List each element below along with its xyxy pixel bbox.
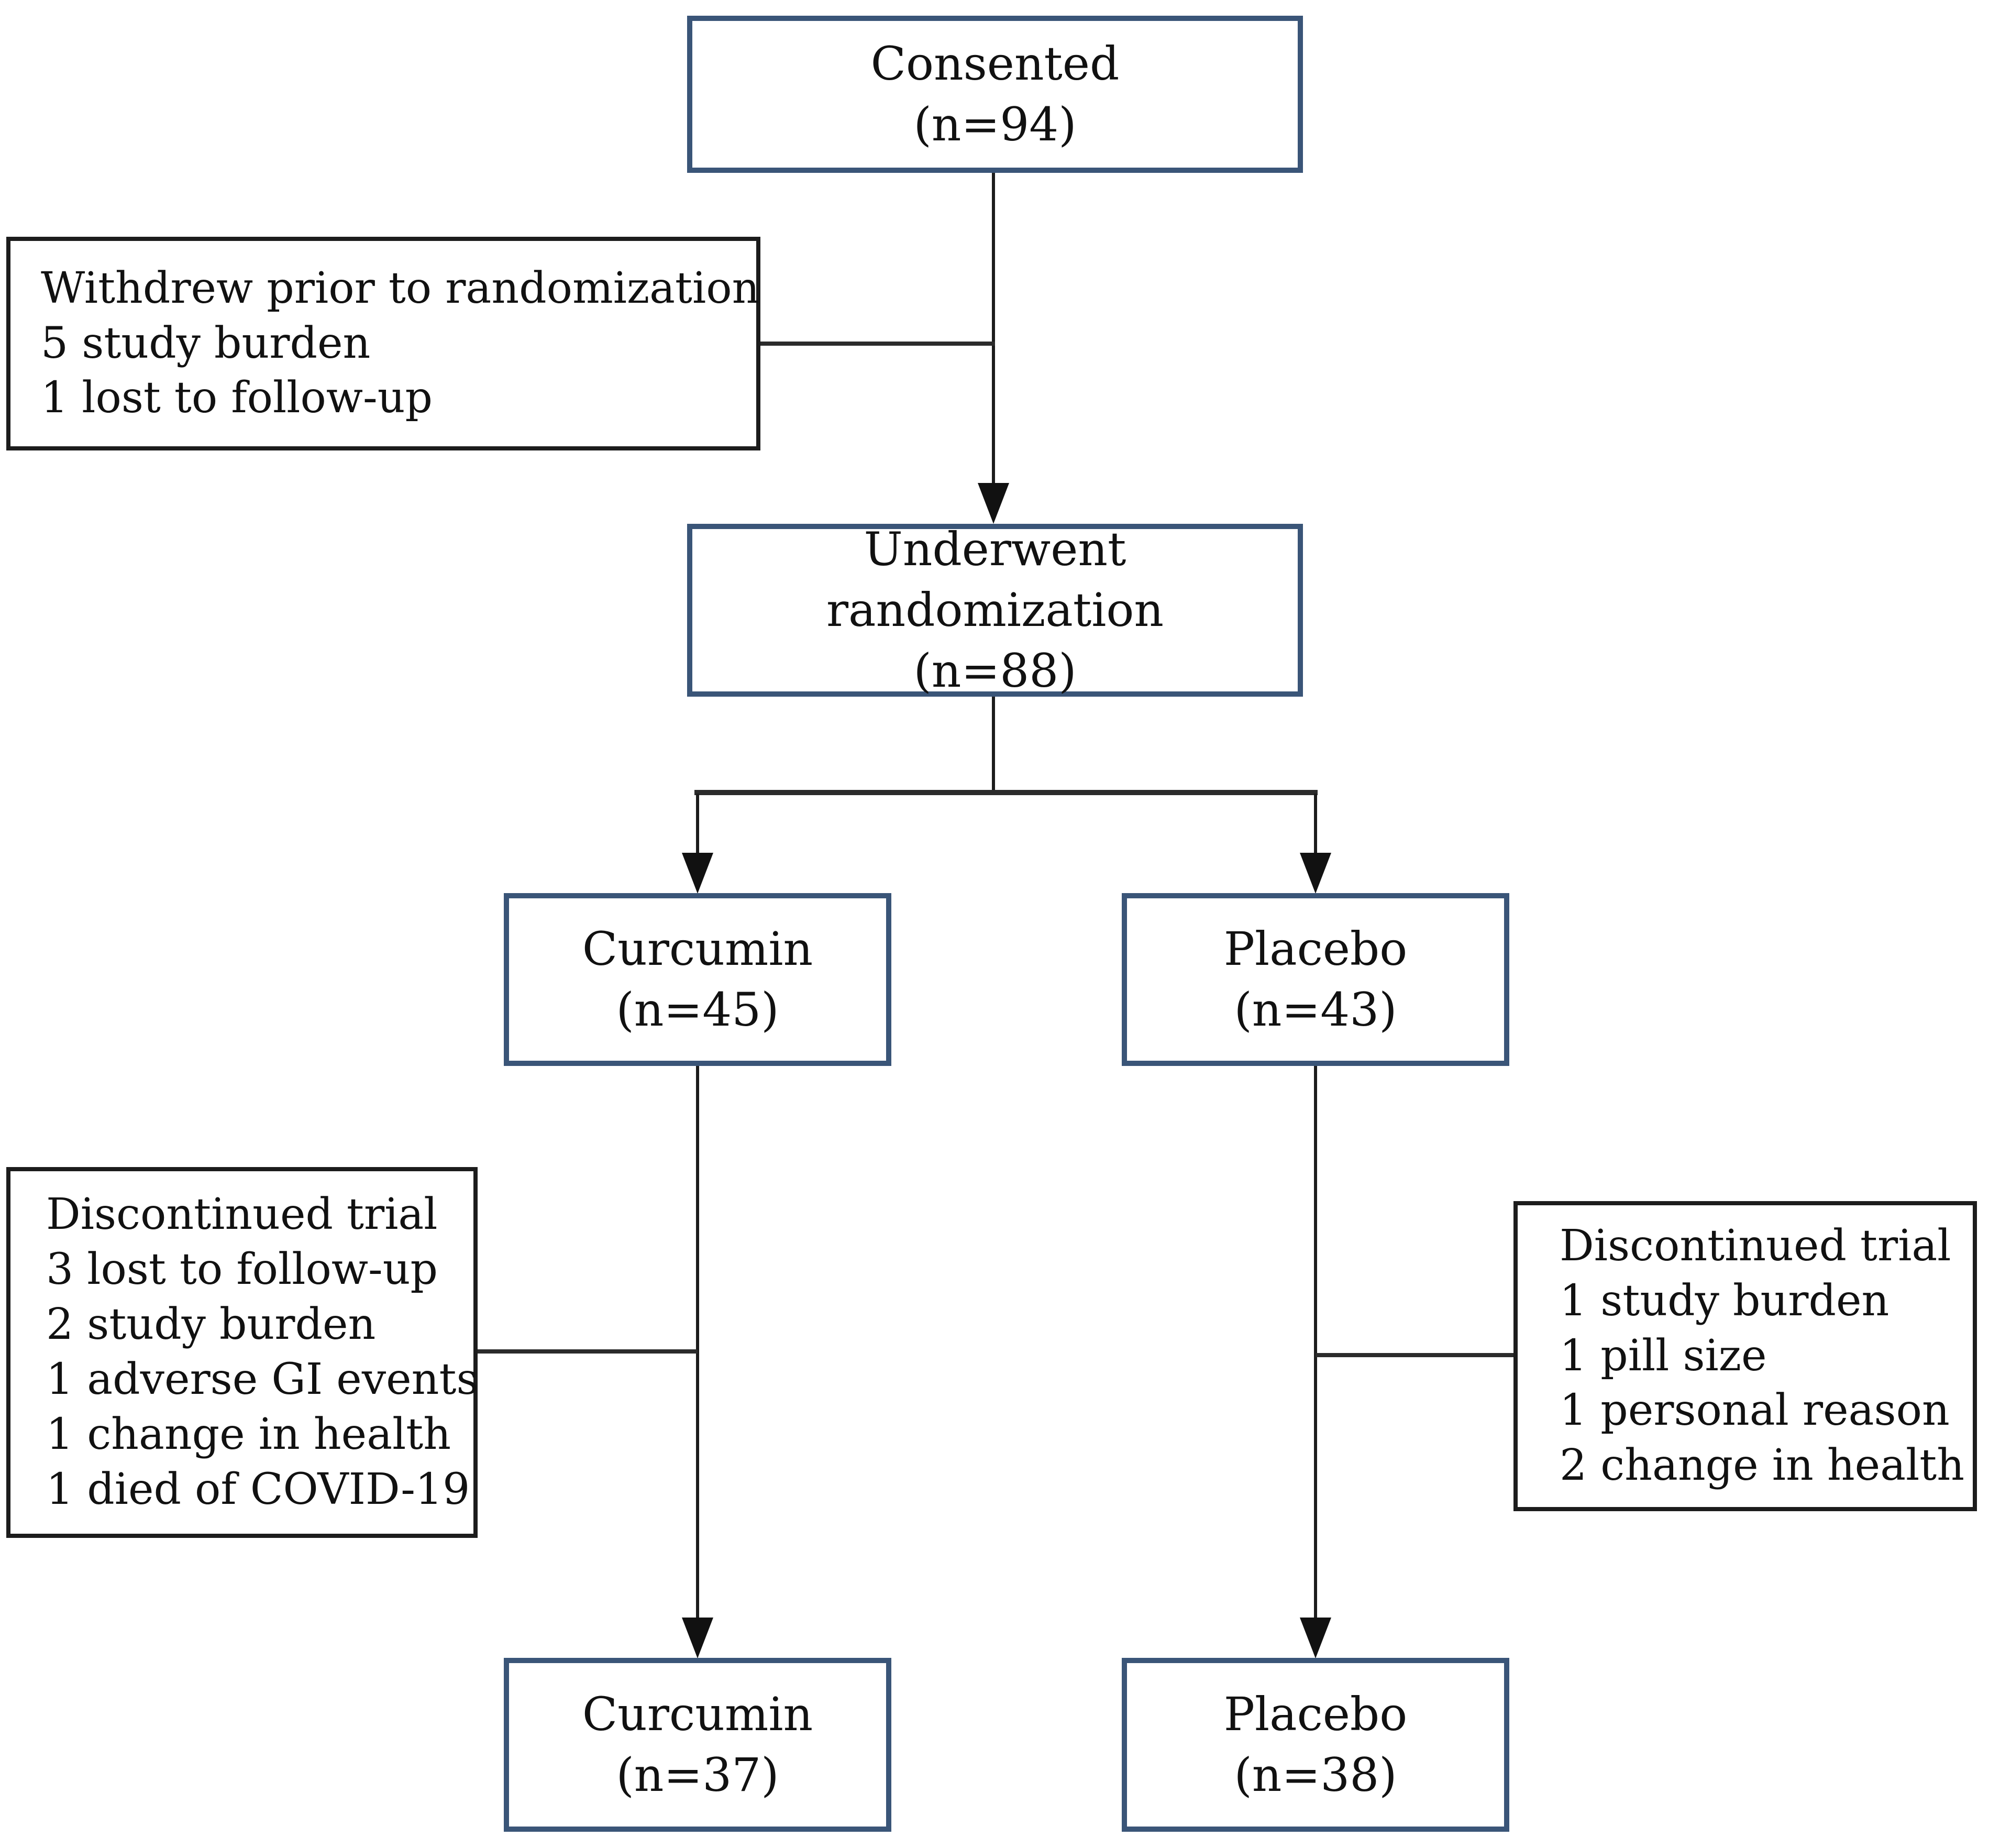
curcumin-discontinued-title: Discontinued trial (46, 1190, 438, 1240)
connector-randomization-to-split (992, 697, 995, 794)
connector-withdrew-branch (760, 342, 995, 346)
curcumin-discontinued-reason: 1 died of COVID-19 (46, 1464, 470, 1514)
connector-split-to-placebo (1314, 794, 1317, 855)
curcumin-completed-box: Curcumin (n=37) (504, 1658, 891, 1832)
placebo-completed-arrowhead-icon (1300, 1618, 1331, 1658)
withdrew-box: Withdrew prior to randomization 5 study … (6, 237, 760, 450)
consented-count: (n=94) (913, 97, 1077, 151)
connector-placebo-discontinued-branch (1316, 1353, 1515, 1357)
placebo-discontinued-title: Discontinued trial (1560, 1220, 1951, 1271)
split-bar (694, 790, 1318, 795)
connector-placebo-to-completed (1314, 1066, 1317, 1620)
connector-curcumin-discontinued-branch (478, 1349, 698, 1354)
withdrew-reason: 5 study burden (41, 318, 371, 368)
placebo-discontinued-reason: 1 study burden (1560, 1275, 1889, 1326)
placebo-allocated-label: Placebo (1223, 921, 1408, 976)
curcumin-discontinued-reason: 1 change in health (46, 1409, 451, 1459)
curcumin-allocated-label: Curcumin (582, 921, 813, 976)
curcumin-allocated-arrowhead-icon (682, 853, 713, 894)
curcumin-completed-count: (n=37) (616, 1748, 779, 1802)
placebo-allocated-arrowhead-icon (1300, 853, 1331, 894)
curcumin-completed-label: Curcumin (582, 1687, 813, 1741)
curcumin-discontinued-reason: 3 lost to follow-up (46, 1245, 438, 1295)
curcumin-discontinued-reason: 2 study burden (46, 1300, 376, 1350)
randomization-arrowhead-icon (978, 483, 1009, 524)
consented-label: Consented (870, 36, 1120, 91)
randomization-label: Underwent randomization (826, 522, 1164, 637)
randomization-box: Underwent randomization (n=88) (687, 522, 1303, 698)
curcumin-discontinued-reason: 1 adverse GI events (46, 1355, 479, 1404)
curcumin-allocated-count: (n=45) (616, 983, 779, 1037)
curcumin-allocated-box: Curcumin (n=45) (504, 893, 891, 1066)
placebo-allocated-box: Placebo (n=43) (1122, 893, 1509, 1066)
placebo-discontinued-reason: 1 pill size (1560, 1330, 1767, 1381)
connector-curcumin-to-completed (696, 1066, 699, 1620)
consented-box: Consented (n=94) (687, 16, 1303, 173)
placebo-discontinued-box: Discontinued trial 1 study burden 1 pill… (1513, 1201, 1977, 1511)
curcumin-discontinued-box: Discontinued trial 3 lost to follow-up 2… (6, 1167, 479, 1538)
placebo-completed-label: Placebo (1223, 1687, 1408, 1741)
placebo-completed-count: (n=38) (1234, 1748, 1397, 1802)
placebo-completed-box: Placebo (n=38) (1122, 1658, 1509, 1832)
withdrew-reason: 1 lost to follow-up (41, 373, 433, 423)
placebo-discontinued-reason: 2 change in health (1560, 1440, 1965, 1491)
connector-consented-to-randomization (992, 173, 995, 489)
placebo-discontinued-reason: 1 personal reason (1560, 1385, 1950, 1436)
curcumin-completed-arrowhead-icon (682, 1618, 713, 1658)
withdrew-title: Withdrew prior to randomization (41, 263, 760, 313)
placebo-allocated-count: (n=43) (1234, 983, 1397, 1037)
randomization-count: (n=88) (913, 644, 1077, 698)
connector-split-to-curcumin (696, 794, 699, 855)
